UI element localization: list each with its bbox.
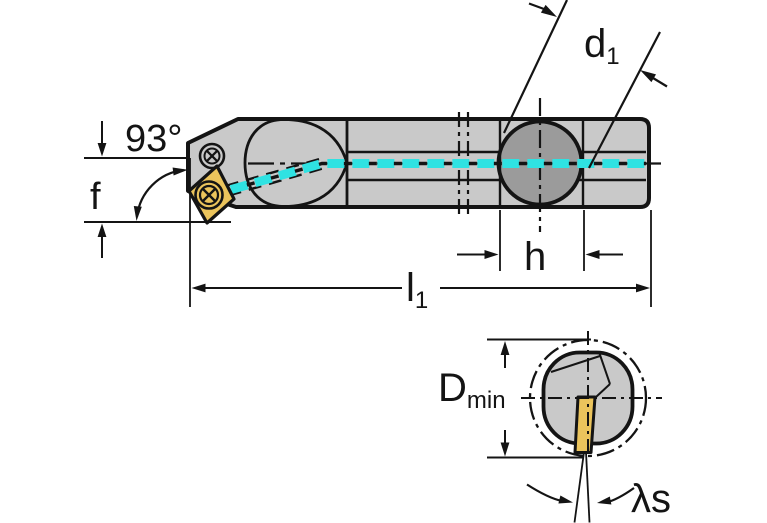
annotation-lambda-s [526, 483, 635, 505]
coolant-flow-line [205, 159, 646, 201]
dimension-approach-angle [133, 167, 188, 221]
label-dmin-sub: min [466, 386, 506, 414]
label-approach-angle: 93° [125, 118, 183, 160]
coolant-channel [205, 157, 646, 203]
lambda-s-tilted-line [573, 451, 585, 523]
label-tip-height-f: f [90, 176, 101, 218]
dimension-f [84, 121, 231, 258]
side-view [84, 0, 668, 307]
label-min-bore-dmin: Dmin [438, 366, 506, 412]
dimension-h [457, 210, 623, 271]
insert-screw-icon [194, 180, 224, 210]
cross-section-view [487, 331, 662, 523]
label-clamp-flat-h: h [524, 235, 547, 279]
head-transition-lens [243, 118, 349, 208]
pocket-section-lines [550, 351, 611, 398]
dimension-d1 [503, 0, 668, 169]
lambda-s-vertical-line [585, 451, 591, 523]
label-l1-base: l [406, 266, 415, 310]
label-inclination-lambda-s: λs [631, 477, 671, 521]
label-d1-base: d [584, 22, 607, 66]
clamp-screw-icon [198, 142, 226, 170]
label-d1-sub: 1 [606, 42, 620, 70]
label-l1-sub: 1 [414, 286, 429, 314]
insert-cross-section [573, 395, 597, 454]
dimension-l1 [189, 158, 652, 307]
label-dmin-base: D [438, 366, 467, 410]
dimension-dmin [487, 338, 591, 459]
label-usable-length-l1: l1 [406, 266, 428, 312]
label-shank-diameter-d1: d1 [584, 22, 620, 68]
indexable-insert [187, 142, 236, 225]
coolant-flow-line-dark-dashes [206, 161, 646, 199]
